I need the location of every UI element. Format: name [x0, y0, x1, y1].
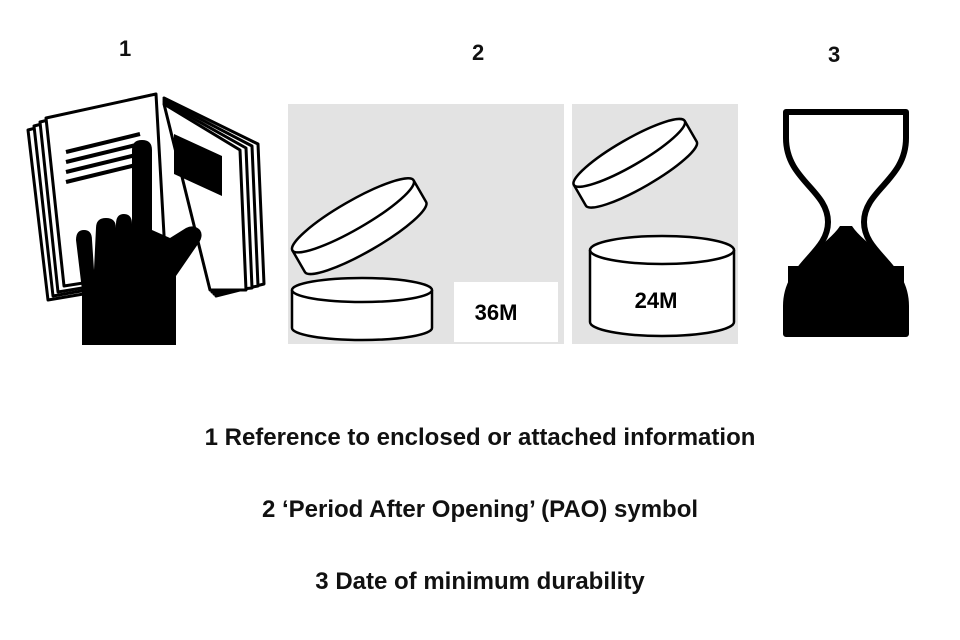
caption-3: 3 Date of minimum durability: [315, 568, 645, 595]
symbol-number-3: 3: [828, 42, 841, 67]
symbol-number-2: 2: [472, 40, 485, 65]
open-jar-icon: 36M: [288, 104, 564, 344]
symbol-number-1: 1: [119, 36, 132, 61]
book-with-pointing-hand-icon: [26, 92, 266, 345]
pao-label-24m: 24M: [635, 288, 678, 313]
pao-label-36m: 36M: [475, 300, 518, 325]
open-jar-icon: 24M: [572, 104, 738, 344]
hourglass-icon: [783, 109, 909, 337]
caption-1: 1 Reference to enclosed or attached info…: [204, 424, 756, 451]
caption-2: 2 ‘Period After Opening’ (PAO) symbol: [261, 496, 699, 523]
